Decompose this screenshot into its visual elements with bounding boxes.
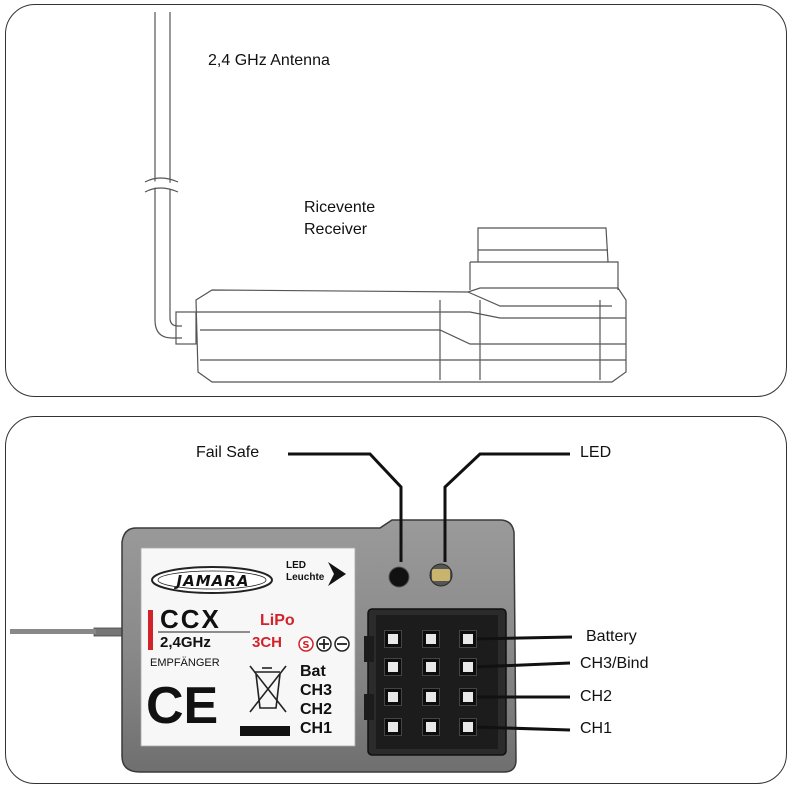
sticker-accent-bar — [148, 610, 153, 650]
connector-pin — [384, 688, 402, 706]
led-callout: LED — [580, 444, 612, 461]
connector-pin-contact — [463, 722, 473, 732]
connector-pin-contact — [388, 722, 398, 732]
pin-label-ch1: CH1 — [300, 720, 333, 737]
led-indicator — [429, 563, 453, 587]
sticker-pin-labels: Bat CH3 CH2 CH1 — [300, 662, 332, 738]
connector-pin — [459, 718, 477, 736]
receiver-label-italian: Ricevente — [304, 199, 376, 216]
connector-pin — [422, 718, 440, 736]
connector-pin-contact — [426, 662, 436, 672]
sticker-led-label: LED — [286, 560, 306, 571]
pin-label-bat: Bat — [300, 663, 326, 680]
connector-pin-contact — [463, 692, 473, 702]
sticker-led-sublabel: Leuchte — [286, 572, 325, 583]
model-name: CCX — [160, 604, 221, 634]
fail-safe-button[interactable] — [388, 566, 410, 588]
connector-pin — [422, 688, 440, 706]
channel-count-label: 3CH — [252, 634, 283, 651]
frequency-label: 2,4GHz — [160, 634, 211, 651]
antenna-wire — [143, 12, 182, 339]
connector-pin — [422, 630, 440, 648]
ch1-callout: CH1 — [580, 720, 613, 737]
polarity-icons: S — [298, 636, 350, 652]
antenna-cable — [10, 627, 127, 637]
brand-logo-text: JAMARA — [176, 572, 250, 590]
ch3-bind-callout: CH3/Bind — [580, 655, 649, 672]
connector-pin-contact — [426, 722, 436, 732]
ce-mark: CE — [146, 677, 219, 735]
fail-safe-callout: Fail Safe — [196, 444, 260, 461]
pin-label-ch2: CH2 — [300, 701, 333, 718]
battery-type-label: LiPo — [260, 612, 295, 629]
brand-logo-oval — [151, 566, 273, 594]
receiver-word-label: EMPFÄNGER — [150, 657, 220, 669]
pin-label-ch3: CH3 — [300, 682, 333, 699]
connector-pin-contact — [388, 634, 398, 644]
connector-pin — [422, 658, 440, 676]
receiver-outline-panel — [5, 4, 787, 397]
connector-pin-contact — [426, 692, 436, 702]
callout-lines — [288, 452, 573, 732]
connector-pin-contact — [463, 662, 473, 672]
svg-text:S: S — [302, 640, 309, 651]
weee-bin-icon — [240, 665, 290, 736]
antenna-label: 2,4 GHz Antenna — [208, 52, 330, 69]
connector-pin-contact — [388, 692, 398, 702]
connector-pin-contact — [388, 662, 398, 672]
connector-pin — [384, 630, 402, 648]
battery-callout: Battery — [586, 628, 637, 645]
connector-pin-contact — [463, 634, 473, 644]
ch2-callout: CH2 — [580, 688, 613, 705]
connector-pin — [459, 688, 477, 706]
receiver-label-english: Receiver — [304, 221, 368, 238]
connector-pin — [459, 630, 477, 648]
connector-pin-contact — [426, 634, 436, 644]
receiver-body — [175, 227, 627, 383]
led-arrow-icon — [328, 562, 346, 586]
connector-pin — [384, 658, 402, 676]
connector-pin — [384, 718, 402, 736]
connector-pin — [459, 658, 477, 676]
